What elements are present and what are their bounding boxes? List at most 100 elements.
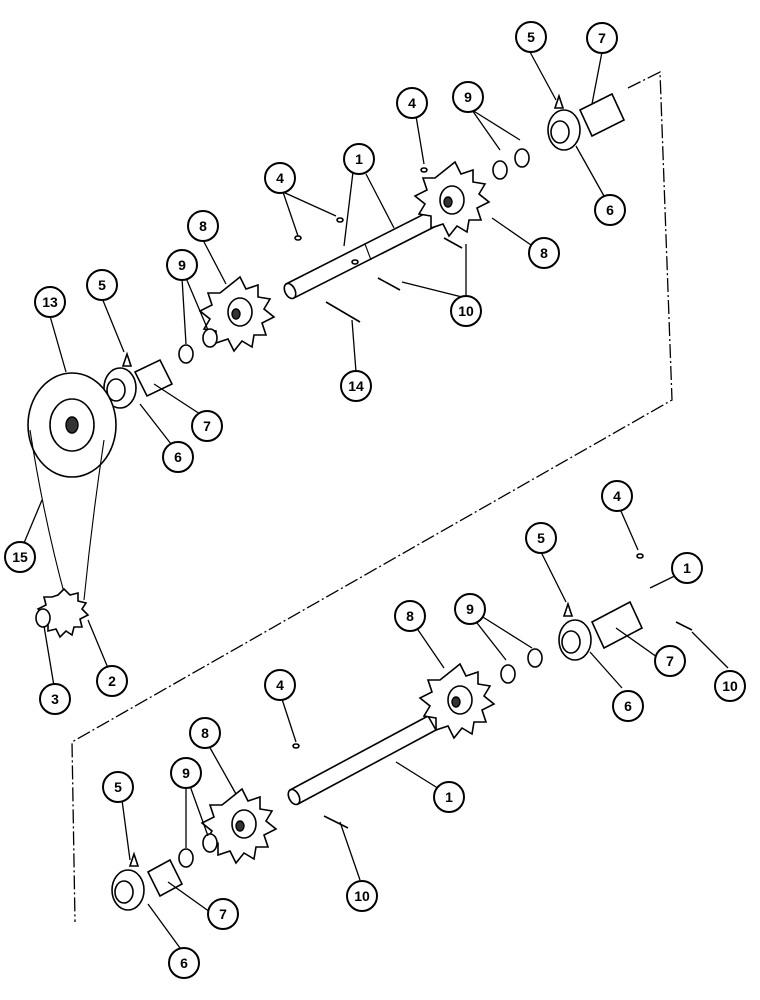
lower-right-sprocket bbox=[418, 662, 496, 740]
reference-plane bbox=[71, 70, 673, 923]
lower-washer bbox=[500, 664, 516, 684]
svg-text:5: 5 bbox=[537, 530, 545, 546]
callout-5: 5 bbox=[515, 21, 547, 53]
callout-13: 13 bbox=[34, 286, 66, 318]
svg-text:2: 2 bbox=[108, 673, 116, 689]
upper-washer bbox=[202, 328, 218, 348]
upper-left-sprocket bbox=[198, 275, 276, 353]
callout-8: 8 bbox=[189, 717, 221, 749]
svg-text:6: 6 bbox=[606, 202, 614, 218]
callout-14: 14 bbox=[340, 370, 372, 402]
callout-1: 1 bbox=[343, 143, 375, 175]
svg-text:6: 6 bbox=[624, 698, 632, 714]
pin bbox=[675, 621, 693, 631]
svg-text:5: 5 bbox=[98, 277, 106, 293]
svg-text:10: 10 bbox=[354, 888, 370, 904]
callout-6: 6 bbox=[612, 690, 644, 722]
lower-washer bbox=[202, 833, 218, 853]
svg-text:4: 4 bbox=[613, 488, 621, 504]
callout-7: 7 bbox=[654, 645, 686, 677]
svg-text:13: 13 bbox=[42, 294, 58, 310]
callout-6: 6 bbox=[162, 441, 194, 473]
svg-text:1: 1 bbox=[683, 560, 691, 576]
callout-7: 7 bbox=[191, 410, 223, 442]
svg-text:15: 15 bbox=[12, 549, 28, 565]
callout-1: 1 bbox=[433, 781, 465, 813]
pin bbox=[377, 277, 401, 291]
upper-shaft-assembly bbox=[103, 92, 626, 409]
svg-text:4: 4 bbox=[408, 95, 416, 111]
upper-washer bbox=[178, 344, 194, 364]
callout-9: 9 bbox=[452, 81, 484, 113]
callout-5: 5 bbox=[102, 771, 134, 803]
callout-4: 4 bbox=[264, 669, 296, 701]
callouts: 5 7 4 9 6 1 4 8 10 8 9 5 13 14 7 6 4 15 … bbox=[4, 21, 746, 979]
key bbox=[294, 235, 302, 241]
pin bbox=[443, 237, 463, 249]
lower-left-sprocket bbox=[200, 787, 278, 865]
upper-washer bbox=[514, 148, 530, 168]
drive-assembly bbox=[27, 372, 117, 639]
svg-text:5: 5 bbox=[114, 779, 122, 795]
svg-text:6: 6 bbox=[180, 955, 188, 971]
callout-10: 10 bbox=[346, 880, 378, 912]
svg-text:7: 7 bbox=[203, 418, 211, 434]
lower-washer bbox=[527, 648, 543, 668]
pin bbox=[325, 301, 361, 323]
svg-text:1: 1 bbox=[355, 151, 363, 167]
svg-text:10: 10 bbox=[722, 678, 738, 694]
callout-8: 8 bbox=[187, 210, 219, 242]
lower-left-bearing bbox=[111, 851, 184, 911]
callout-3: 3 bbox=[39, 683, 71, 715]
callout-8: 8 bbox=[528, 237, 560, 269]
key bbox=[636, 553, 644, 559]
callout-7: 7 bbox=[207, 898, 239, 930]
upper-shaft bbox=[283, 206, 446, 300]
callout-4: 4 bbox=[264, 162, 296, 194]
callout-4: 4 bbox=[601, 480, 633, 512]
callout-8: 8 bbox=[394, 600, 426, 632]
svg-text:7: 7 bbox=[219, 906, 227, 922]
upper-right-sprocket bbox=[413, 160, 491, 238]
svg-text:9: 9 bbox=[182, 765, 190, 781]
svg-text:7: 7 bbox=[598, 30, 606, 46]
svg-text:10: 10 bbox=[458, 303, 474, 319]
key bbox=[336, 217, 344, 223]
callout-6: 6 bbox=[594, 194, 626, 226]
lower-shaft-assembly bbox=[111, 553, 693, 911]
callout-2: 2 bbox=[96, 665, 128, 697]
callout-9: 9 bbox=[454, 593, 486, 625]
svg-text:8: 8 bbox=[540, 245, 548, 261]
svg-text:14: 14 bbox=[348, 378, 364, 394]
lower-shaft bbox=[287, 714, 438, 806]
callout-10: 10 bbox=[450, 295, 482, 327]
small-washer bbox=[35, 608, 51, 628]
callout-5: 5 bbox=[525, 522, 557, 554]
svg-text:7: 7 bbox=[666, 653, 674, 669]
small-sprocket bbox=[36, 587, 90, 639]
drive-chain bbox=[29, 429, 67, 601]
svg-text:9: 9 bbox=[464, 89, 472, 105]
callout-7: 7 bbox=[586, 22, 618, 54]
upper-left-bearing bbox=[103, 351, 174, 409]
pin bbox=[323, 815, 349, 829]
callout-9: 9 bbox=[170, 757, 202, 789]
key bbox=[420, 167, 428, 173]
svg-text:5: 5 bbox=[527, 29, 535, 45]
callout-4: 4 bbox=[396, 87, 428, 119]
svg-text:4: 4 bbox=[276, 170, 284, 186]
svg-text:9: 9 bbox=[466, 601, 474, 617]
svg-text:9: 9 bbox=[178, 257, 186, 273]
key bbox=[292, 743, 300, 749]
lower-washer bbox=[178, 848, 194, 868]
svg-text:1: 1 bbox=[445, 789, 453, 805]
svg-text:6: 6 bbox=[174, 449, 182, 465]
lower-right-bearing bbox=[558, 600, 644, 661]
callout-10: 10 bbox=[714, 670, 746, 702]
callout-1: 1 bbox=[671, 552, 703, 584]
callout-15: 15 bbox=[4, 541, 36, 573]
svg-text:4: 4 bbox=[276, 677, 284, 693]
svg-text:3: 3 bbox=[51, 691, 59, 707]
svg-text:8: 8 bbox=[201, 725, 209, 741]
